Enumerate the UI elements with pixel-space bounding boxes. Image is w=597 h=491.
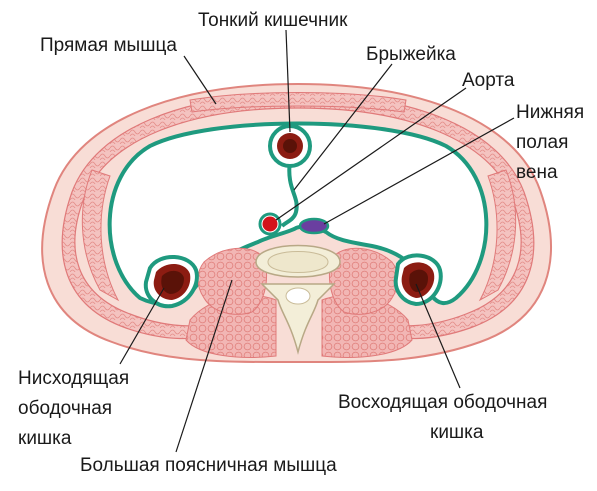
label-mesentery: Брыжейка bbox=[366, 44, 456, 65]
descending-colon bbox=[143, 254, 199, 309]
label-ascending-colon-line1: Восходящая ободочная bbox=[338, 392, 547, 413]
leader-descending-colon bbox=[119, 287, 165, 365]
leader-mesentery bbox=[293, 63, 393, 191]
label-descending-colon-line1: Нисходящая bbox=[18, 368, 129, 389]
label-rectus-abdominis: Прямая мышца bbox=[40, 35, 177, 56]
abdominal-wall-muscle bbox=[61, 93, 535, 340]
vertebra bbox=[255, 244, 341, 355]
leader-psoas-major bbox=[175, 279, 233, 453]
mesentery-stalk bbox=[280, 159, 299, 228]
inferior-vena-cava bbox=[298, 217, 330, 235]
leader-ivc bbox=[323, 117, 515, 225]
aorta-vessel bbox=[258, 212, 282, 236]
label-descending-colon-line3: кишка bbox=[18, 428, 72, 449]
leader-aorta bbox=[275, 87, 467, 221]
rectus-abdominis-muscle bbox=[189, 92, 407, 113]
leader-small-intestine bbox=[285, 29, 291, 133]
label-ascending-colon-line2: кишка bbox=[430, 422, 484, 443]
label-ivc-line2: полая bbox=[516, 132, 568, 153]
label-psoas-major: Большая поясничная мышца bbox=[80, 455, 337, 476]
label-small-intestine: Тонкий кишечник bbox=[198, 10, 348, 31]
left-flank-muscle bbox=[81, 169, 120, 302]
label-ivc-line1: Нижняя bbox=[516, 102, 584, 123]
label-ivc-line3: вена bbox=[516, 162, 558, 183]
label-aorta: Аорта bbox=[462, 70, 515, 91]
leader-rectus-abdominis bbox=[183, 55, 217, 105]
right-flank-muscle bbox=[478, 169, 517, 302]
label-descending-colon-line2: ободочная bbox=[18, 398, 112, 419]
ascending-colon bbox=[393, 253, 443, 307]
psoas-major-left bbox=[197, 247, 268, 315]
leader-ascending-colon bbox=[415, 283, 461, 389]
